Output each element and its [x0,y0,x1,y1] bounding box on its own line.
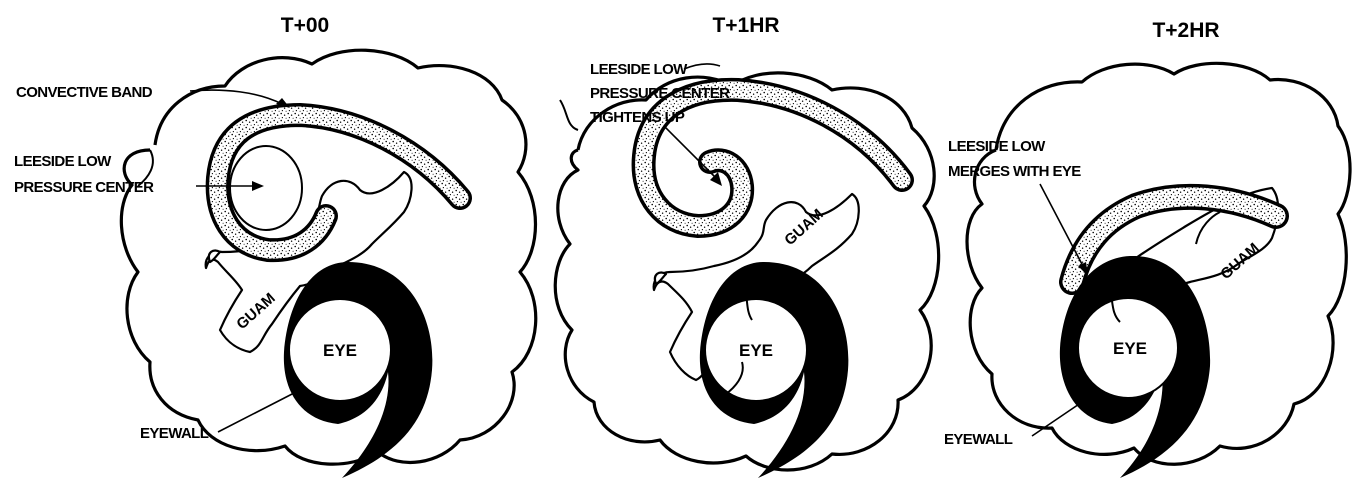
eyewall-label: EYEWALL [944,431,1013,448]
leeside-label-line1: LEESIDE LOW [590,61,688,78]
eye-label: EYE [739,341,773,360]
leeside-label-line3: TIGHTENS UP [590,109,685,126]
convective-band-label: CONVECTIVE BAND [16,84,153,101]
leeside-label-line2: MERGES WITH EYE [948,163,1081,180]
panel-t00: T+00 EYE GUAM CONVECTIVE BAND LEESIDE LO… [14,14,536,478]
convective-band-arrow [190,90,282,104]
panel-title: T+1HR [712,14,779,37]
leeside-label-line1: LEESIDE LOW [14,153,112,170]
leeside-label-line2: PRESSURE CENTER [590,85,730,102]
panel-title: T+2HR [1152,19,1219,42]
panel-title: T+00 [281,14,329,37]
leeside-arrow [1040,184,1084,268]
eyewall-label: EYEWALL [140,425,209,442]
leeside-low-center [230,146,302,230]
panel-t1hr: T+1HR EYE GUAM LEESIDE LOW PRESSURE CENT… [555,14,938,478]
panel-t2hr: T+2HR EYE GUAM LEESIDE LOW MERGES WITH E… [944,19,1350,478]
leeside-label-line1: LEESIDE LOW [948,138,1046,155]
eye-label: EYE [323,341,357,360]
eyewall-arrow [1032,398,1088,436]
eye-label: EYE [1113,339,1147,358]
leeside-label-line2: PRESSURE CENTER [14,179,154,196]
eyewall-arrow [218,392,296,432]
